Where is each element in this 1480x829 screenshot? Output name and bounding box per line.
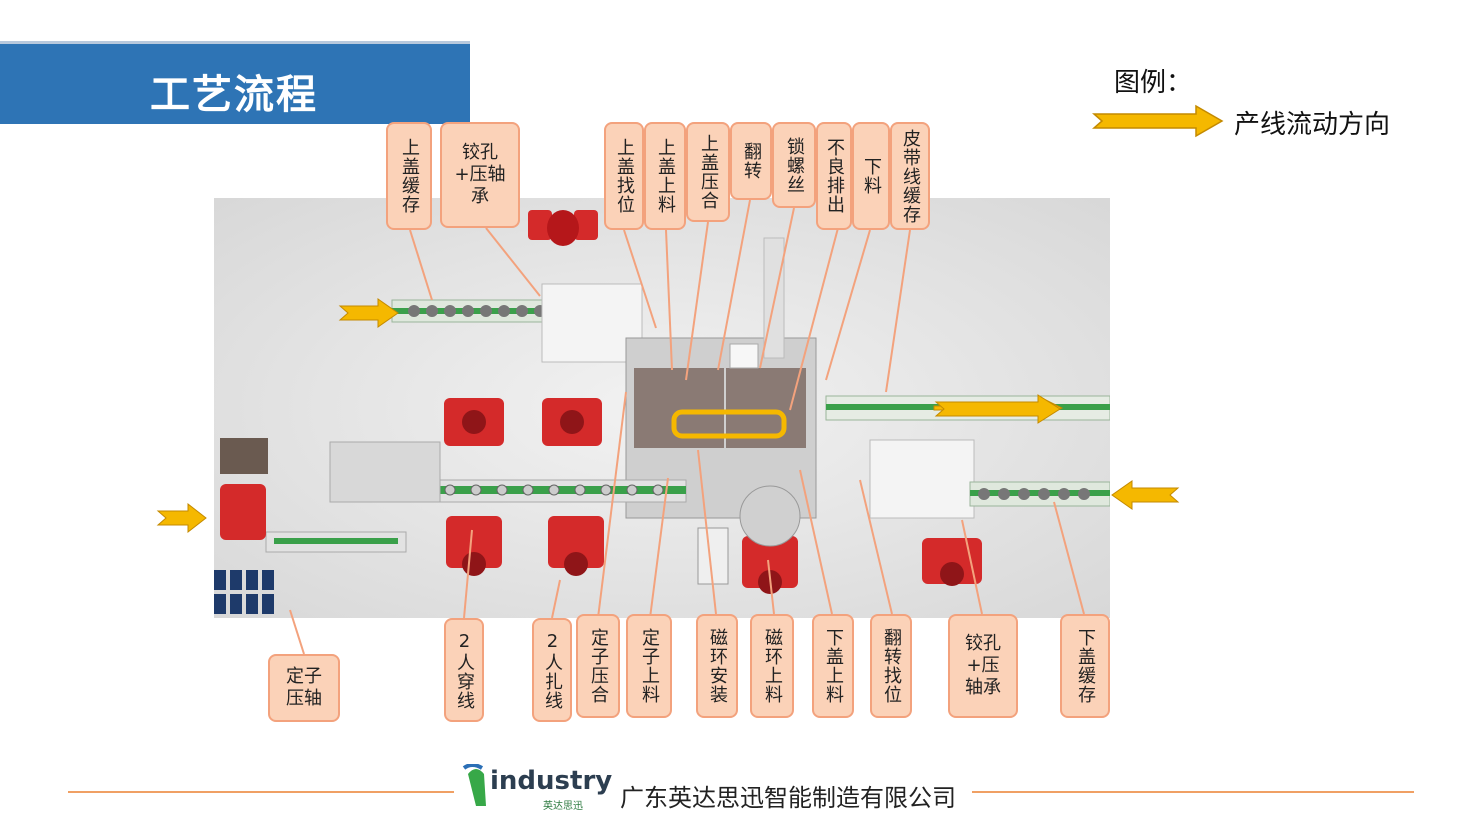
callout-two-person-tie: 2人扎线 [532, 618, 572, 722]
callout-unload: 下料 [852, 122, 890, 230]
callout-stator-load: 定子上料 [626, 614, 672, 718]
callout-upper-cover-buffer: 上盖缓存 [386, 122, 432, 230]
callout-ream-press-bearing-bottom: 铰孔+压轴承 [948, 614, 1018, 718]
callout-flip-locate: 翻转找位 [870, 614, 912, 718]
footer-divider-left [68, 791, 454, 793]
callout-stator-press: 定子压合 [576, 614, 620, 718]
company-logo-icon [462, 764, 486, 806]
callout-flip: 翻转 [730, 122, 772, 200]
production-line-layout [214, 198, 1110, 618]
logo-subtitle: 英达思迅 [543, 801, 583, 812]
callout-magnet-ring-load: 磁环上料 [750, 614, 794, 718]
callout-stator-press-shaft: 定子压轴 [268, 654, 340, 722]
legend-label: 产线流动方向 [1234, 110, 1391, 140]
flow-arrow-icon [934, 394, 1061, 424]
robot-top [528, 210, 598, 246]
page-title: 工艺流程 [150, 72, 318, 118]
callout-upper-cover-press: 上盖压合 [686, 122, 730, 222]
callout-upper-cover-load: 上盖上料 [644, 122, 686, 230]
legend-arrow-icon [1092, 104, 1224, 138]
legend-title: 图例： [1114, 68, 1193, 98]
flow-arrow-icon [338, 298, 399, 328]
flow-arrow-icon [156, 503, 207, 533]
callout-belt-buffer: 皮带线缓存 [890, 122, 930, 230]
title-bar [0, 44, 470, 124]
callout-upper-cover-locate: 上盖找位 [604, 122, 644, 230]
callout-lower-cover-buffer: 下盖缓存 [1060, 614, 1110, 718]
callout-lock-screw: 锁螺丝 [772, 122, 816, 208]
footer-divider-right [972, 791, 1414, 793]
callout-magnet-ring-install: 磁环安装 [696, 614, 738, 718]
callout-two-person-thread: 2人穿线 [444, 618, 484, 722]
company-name: 广东英达思迅智能制造有限公司 [620, 784, 956, 812]
logo-wordmark: industry [490, 766, 613, 796]
flow-arrow-icon [1111, 480, 1180, 510]
callout-lower-cover-load: 下盖上料 [812, 614, 854, 718]
callout-reject-out: 不良排出 [816, 122, 852, 230]
callout-ream-press-bearing-top: 铰孔+压轴承 [440, 122, 520, 228]
